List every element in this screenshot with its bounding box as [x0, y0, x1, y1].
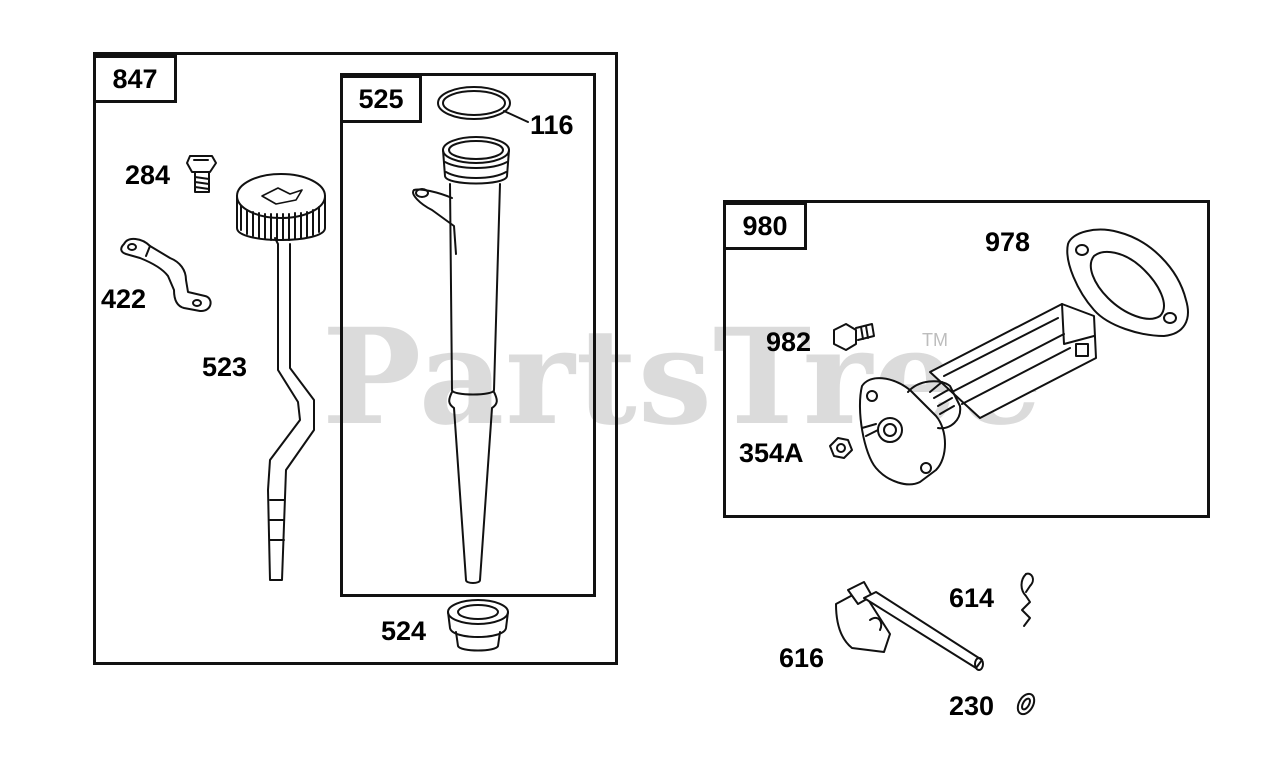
- group-980-frame: [723, 200, 1210, 518]
- callout-616[interactable]: 616: [779, 643, 825, 673]
- callout-354a[interactable]: 354A: [739, 438, 804, 468]
- clamp-422-drawing: [120, 238, 212, 313]
- callout-230[interactable]: 230: [949, 691, 995, 721]
- oring-116-drawing: [437, 86, 529, 123]
- lever-616-drawing: [835, 581, 984, 671]
- washer-230-drawing: [1016, 692, 1036, 716]
- fill-tube-525-drawing: [412, 136, 510, 584]
- callout-116[interactable]: 116: [530, 110, 574, 140]
- callout-523[interactable]: 523: [202, 352, 248, 382]
- group-847-frame: [93, 52, 618, 665]
- callout-978[interactable]: 978: [985, 227, 1031, 257]
- group-525-label[interactable]: 525: [340, 75, 422, 123]
- dipstick-523-drawing: [236, 173, 326, 581]
- group-980-label[interactable]: 980: [723, 202, 807, 250]
- group-525-frame: [340, 73, 596, 597]
- bushing-524-drawing: [447, 599, 509, 652]
- callout-982[interactable]: 982: [766, 327, 812, 357]
- screw-982-drawing: [833, 323, 875, 351]
- nut-354a-drawing: [829, 437, 853, 459]
- group-847-label[interactable]: 847: [93, 55, 177, 103]
- callout-614[interactable]: 614: [949, 583, 995, 613]
- gasket-978-drawing: [1066, 228, 1189, 337]
- callout-422[interactable]: 422: [101, 284, 147, 314]
- hairpin-614-drawing: [1020, 572, 1034, 627]
- watermark-trademark: TM: [922, 330, 948, 350]
- governor-980-drawing: [859, 303, 1097, 486]
- bolt-284-drawing: [186, 155, 217, 193]
- callout-524[interactable]: 524: [381, 616, 427, 646]
- callout-284[interactable]: 284: [125, 160, 171, 190]
